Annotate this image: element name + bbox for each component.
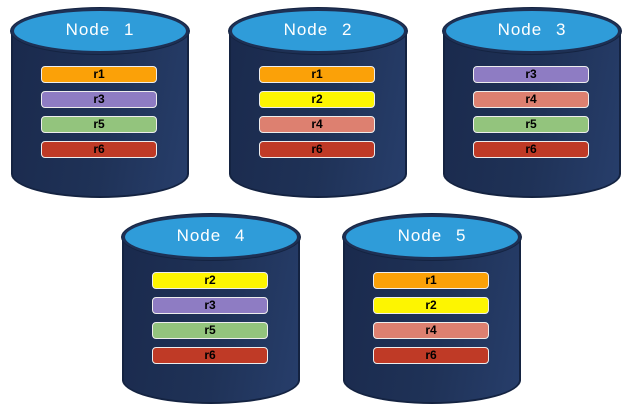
cylinder-top-ellipse [343,214,521,260]
node-5-cylinder: Node 5 r1 r2 r4 r6 [343,214,521,404]
replica-bar-r4: r4 [259,116,375,133]
cylinder-body [343,236,521,404]
replica-bar-r1: r1 [259,66,375,83]
cylinder-body [229,30,407,198]
replica-bar-r5: r5 [152,322,268,339]
node-title: Node 3 [497,20,567,39]
node-2-cylinder: Node 2 r1 r2 r4 r6 [229,8,407,198]
replica-list: r3 r4 r5 r6 [473,66,589,158]
node-title: Node 4 [176,226,246,245]
replica-list: r2 r3 r5 r6 [152,272,268,364]
replica-bar-r5: r5 [473,116,589,133]
replica-bar-r2: r2 [373,297,489,314]
replica-bar-r3: r3 [152,297,268,314]
replica-bar-r1: r1 [41,66,157,83]
replica-bar-r3: r3 [41,91,157,108]
cylinder-body [11,30,189,198]
cylinder-body [443,30,621,198]
replica-list: r1 r2 r4 r6 [373,272,489,364]
replica-bar-r6: r6 [259,141,375,158]
replica-bar-r4: r4 [373,322,489,339]
replica-bar-r6: r6 [152,347,268,364]
replica-bar-r3: r3 [473,66,589,83]
node-title: Node 2 [283,20,353,39]
node-title: Node 5 [397,226,467,245]
cylinder-body [122,236,300,404]
replica-bar-r6: r6 [373,347,489,364]
cylinder-top-ellipse [229,8,407,54]
cylinder-top-ellipse [443,8,621,54]
cylinder-top-ellipse [122,214,300,260]
node-title: Node 1 [65,20,135,39]
replica-bar-r6: r6 [41,141,157,158]
node-3-cylinder: Node 3 r3 r4 r5 r6 [443,8,621,198]
node-4-cylinder: Node 4 r2 r3 r5 r6 [122,214,300,404]
node-1-cylinder: Node 1 r1 r3 r5 r6 [11,8,189,198]
replica-bar-r2: r2 [152,272,268,289]
replica-list: r1 r2 r4 r6 [259,66,375,158]
replica-bar-r5: r5 [41,116,157,133]
replica-bar-r2: r2 [259,91,375,108]
replica-bar-r4: r4 [473,91,589,108]
replica-bar-r1: r1 [373,272,489,289]
replica-bar-r6: r6 [473,141,589,158]
cylinder-top-ellipse [11,8,189,54]
replica-list: r1 r3 r5 r6 [41,66,157,158]
